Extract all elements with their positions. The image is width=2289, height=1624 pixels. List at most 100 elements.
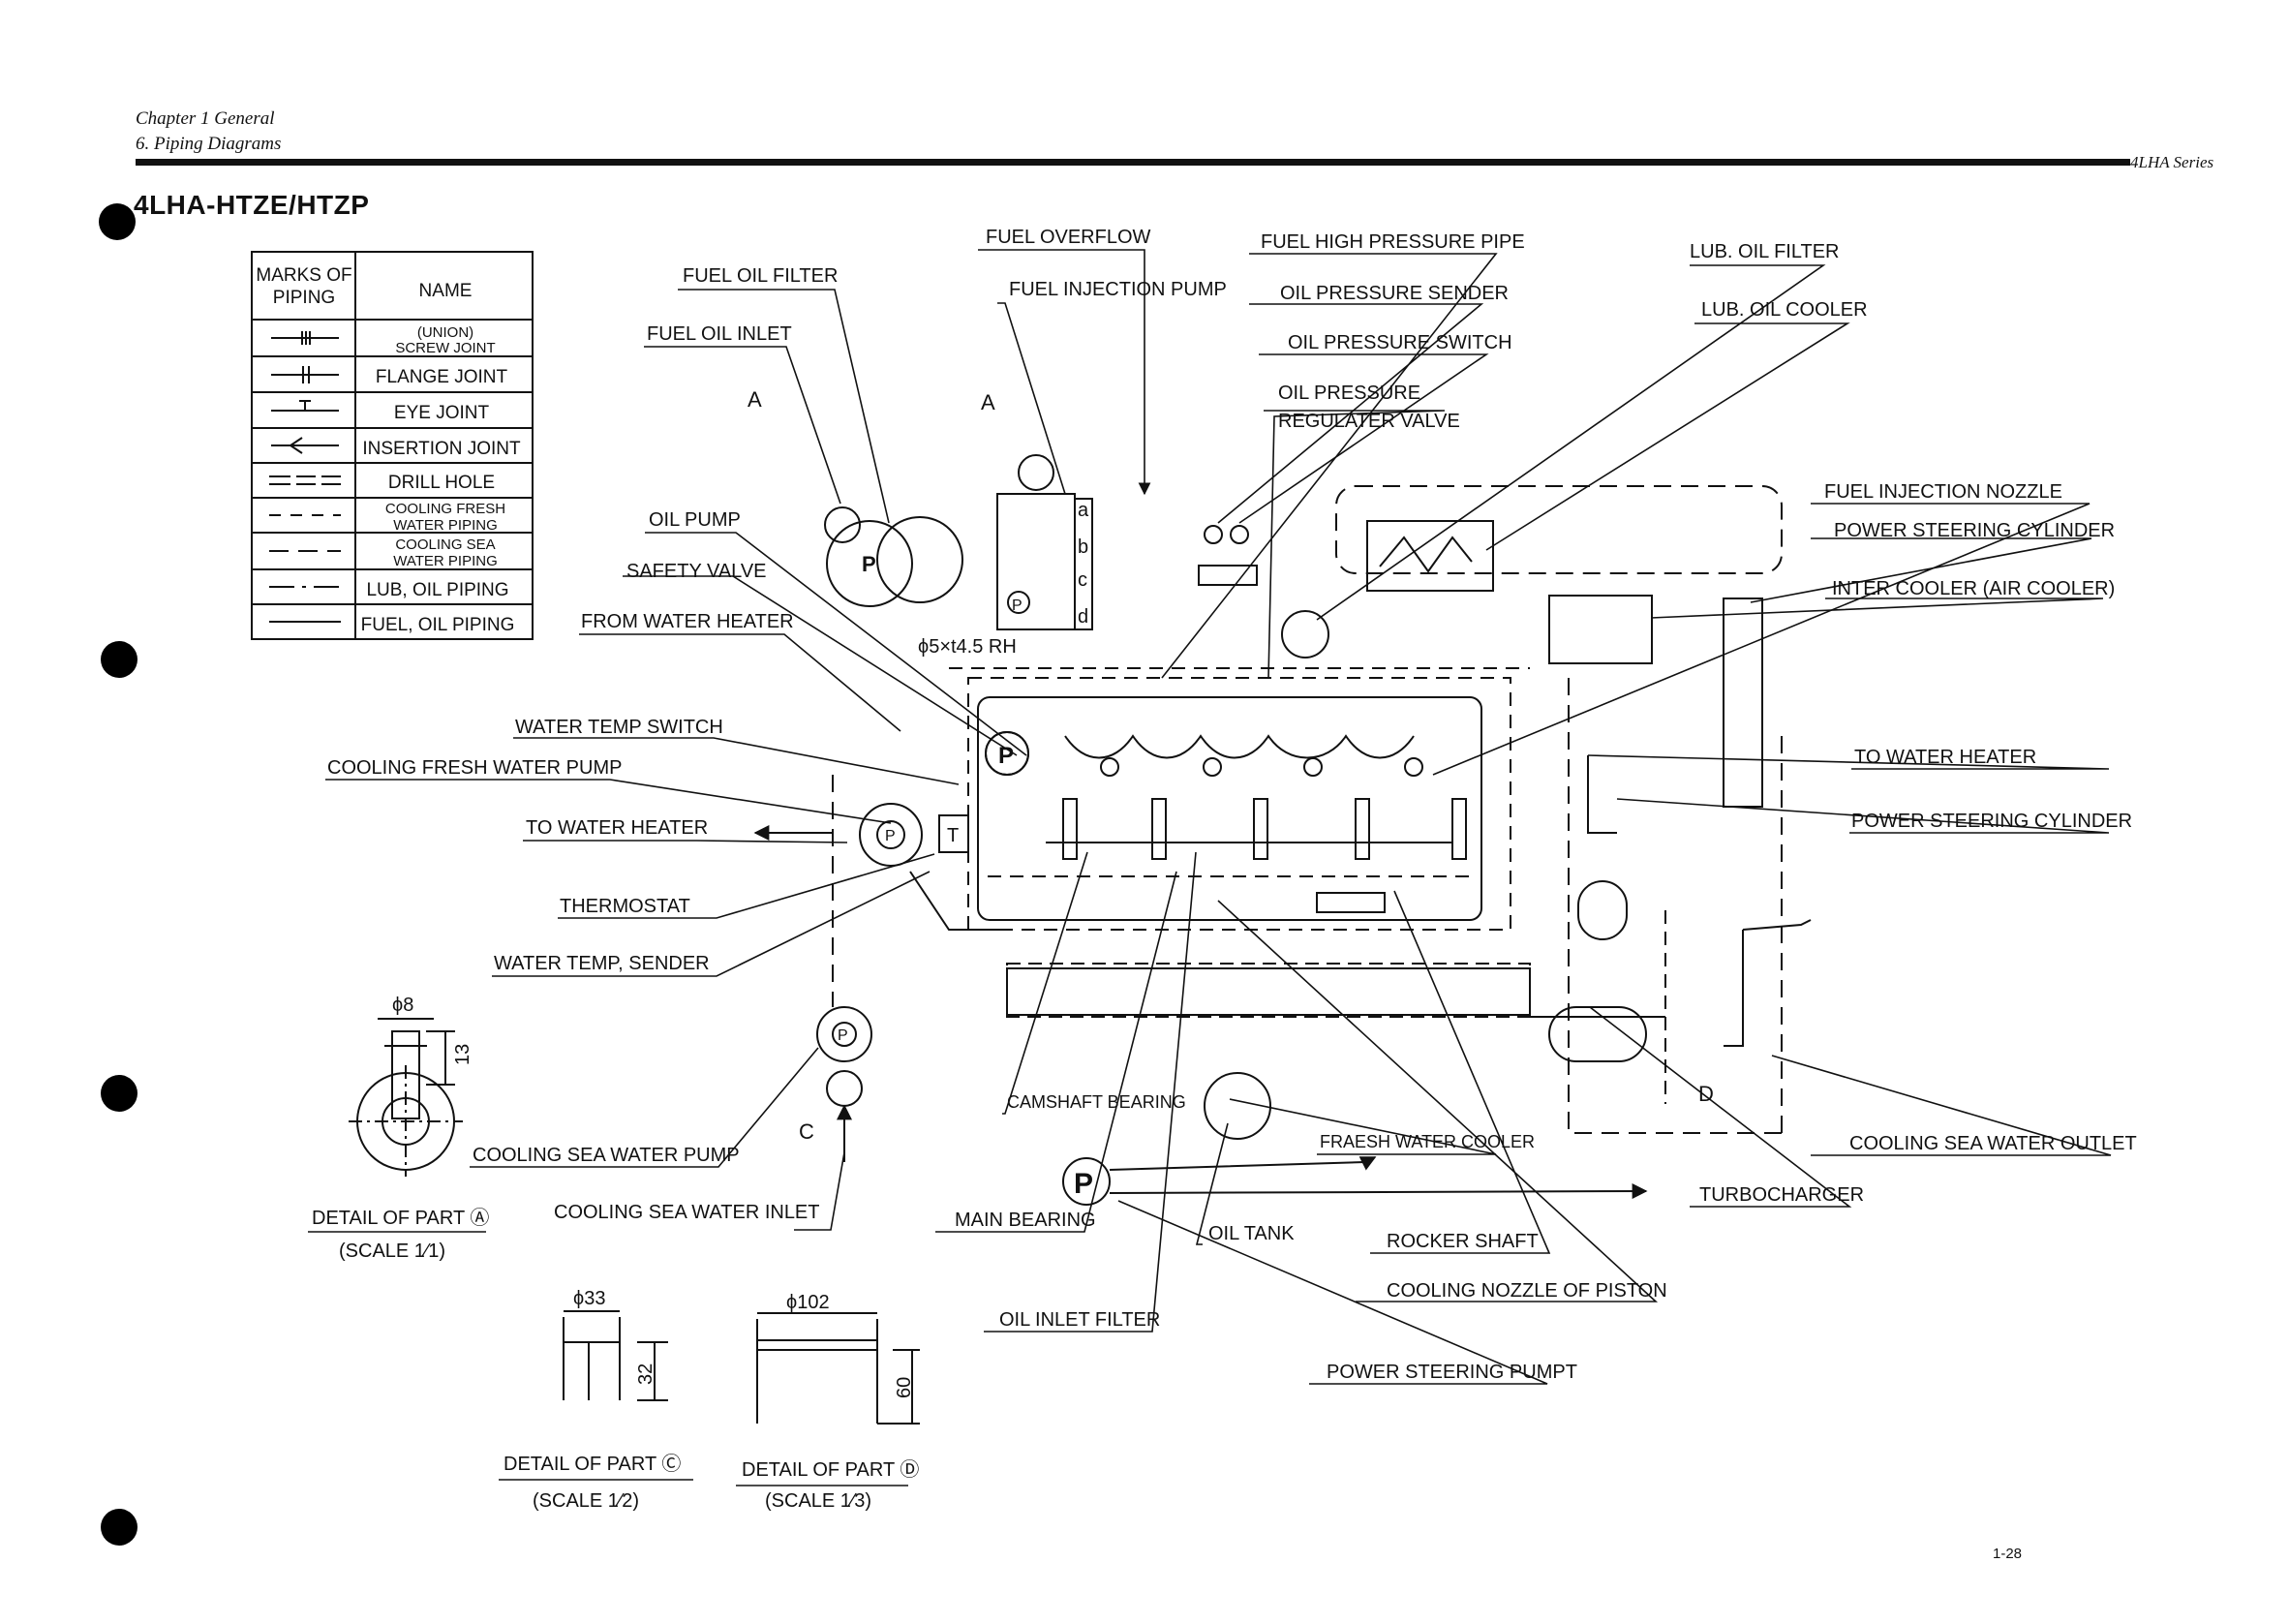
binder-hole	[99, 203, 136, 240]
legend-row-name: LUB, OIL PIPING	[366, 580, 508, 600]
legend-row-name: COOLING FRESH	[385, 501, 505, 517]
chapter-heading: Chapter 1 General	[136, 108, 275, 129]
binder-hole	[101, 1509, 137, 1546]
legend-row-name: WATER PIPING	[393, 517, 498, 534]
detail-a-scale: (SCALE 1⁄1)	[339, 1241, 445, 1262]
port-b-label: b	[1078, 536, 1088, 558]
label-oil-pressure-switch: OIL PRESSURE SWITCH	[1288, 332, 1512, 353]
header-rule	[136, 159, 2130, 166]
port-a-label: a	[1078, 500, 1089, 521]
mark-d: D	[1698, 1082, 1714, 1106]
detail-d-scale: (SCALE 1⁄3)	[765, 1490, 871, 1512]
steering-pump-label: P	[1074, 1168, 1093, 1200]
legend-row-name: FLANGE JOINT	[376, 367, 508, 387]
label-power-steering-cylinder-mid: POWER STEERING CYLINDER	[1851, 811, 2132, 832]
legend-header-marks: MARKS OF	[256, 265, 351, 286]
detail-c-diameter: ϕ33	[573, 1288, 605, 1309]
detail-c-drawing	[563, 1310, 668, 1401]
legend-row-name: COOLING SEA	[395, 536, 495, 553]
label-safety-valve: SAFETY VALVE	[626, 561, 767, 582]
label-turbocharger: TURBOCHARGER	[1699, 1184, 1864, 1206]
port-d-label: d	[1078, 606, 1088, 628]
detail-c-scale: (SCALE 1⁄2)	[533, 1490, 639, 1512]
legend-labels: MARKS OF PIPING NAME (UNION) SCREW JOINT…	[256, 265, 521, 635]
detail-a-drawing	[349, 1018, 463, 1177]
detail-d-height: 60	[894, 1377, 915, 1398]
page-number: 1-28	[1993, 1546, 2023, 1562]
detail-a-diameter: ϕ8	[392, 995, 413, 1016]
detail-d-diameter: ϕ102	[786, 1292, 830, 1313]
label-to-water-heater-right: TO WATER HEATER	[1854, 747, 2036, 768]
legend-row-name: EYE JOINT	[394, 403, 490, 423]
label-lub-oil-filter: LUB. OIL FILTER	[1690, 241, 1839, 262]
label-thermostat: THERMOSTAT	[560, 896, 690, 917]
label-thread-spec: ϕ5×t4.5 RH	[918, 636, 1017, 658]
label-cooling-fresh-water-pump: COOLING FRESH WATER PUMP	[327, 757, 622, 779]
detail-d-caption: DETAIL OF PART Ⓓ	[742, 1458, 919, 1481]
legend-row-name: FUEL, OIL PIPING	[361, 615, 515, 635]
engine-schematic	[753, 454, 1812, 1206]
thermostat-t-label: T	[947, 825, 959, 846]
label-oil-pressure-sender: OIL PRESSURE SENDER	[1280, 283, 1509, 304]
page-title: 4LHA-HTZE/HTZP	[134, 190, 370, 220]
label-power-steering-cylinder: POWER STEERING CYLINDER	[1834, 520, 2115, 541]
label-cooling-sea-water-outlet: COOLING SEA WATER OUTLET	[1849, 1133, 2137, 1154]
label-cooling-sea-water-inlet: COOLING SEA WATER INLET	[554, 1202, 820, 1223]
port-c-label: c	[1078, 569, 1087, 591]
legend-row-name: WATER PIPING	[393, 553, 498, 569]
label-oil-pressure: OIL PRESSURE	[1278, 383, 1420, 404]
label-rocker-shaft: ROCKER SHAFT	[1387, 1231, 1539, 1252]
label-from-water-heater: FROM WATER HEATER	[581, 611, 794, 632]
label-fuel-injection-pump: FUEL INJECTION PUMP	[1009, 279, 1227, 300]
engine-block	[977, 696, 1482, 921]
label-fuel-overflow: FUEL OVERFLOW	[986, 227, 1151, 248]
label-inter-cooler: INTER COOLER (AIR COOLER)	[1832, 578, 2115, 599]
label-fuel-oil-filter: FUEL OIL FILTER	[683, 265, 838, 287]
fresh-pump-p-label: P	[885, 828, 896, 844]
component-labels: FUEL OVERFLOW FUEL HIGH PRESSURE PIPE LU…	[327, 227, 2137, 1383]
legend-row-name: (UNION)	[417, 324, 473, 341]
mark-a: A	[981, 390, 995, 414]
label-cooling-nozzle-of-piston: COOLING NOZZLE OF PISTON	[1387, 1280, 1667, 1302]
label-regulater-valve: REGULATER VALVE	[1278, 411, 1460, 432]
oil-pan	[1006, 967, 1531, 1016]
label-fuel-injection-nozzle: FUEL INJECTION NOZZLE	[1824, 481, 2062, 503]
label-camshaft-bearing: CAMSHAFT BEARING	[1007, 1092, 1186, 1112]
detail-d-drawing	[756, 1312, 920, 1425]
legend-row-name: SCREW JOINT	[395, 340, 495, 356]
detail-c-height: 32	[635, 1364, 656, 1385]
detail-a-height: 13	[452, 1044, 473, 1065]
label-oil-pump: OIL PUMP	[649, 509, 741, 531]
sea-pump-p-label: P	[838, 1027, 848, 1044]
oil-pump-label: P	[998, 743, 1014, 769]
callout-lines	[325, 249, 2112, 1385]
legend-header-name: NAME	[419, 281, 473, 301]
legend-header-marks: PIPING	[273, 288, 335, 308]
label-oil-tank: OIL TANK	[1208, 1223, 1295, 1244]
binder-hole	[101, 1075, 137, 1112]
label-fraesh-water-cooler: FRAESH WATER COOLER	[1320, 1132, 1535, 1151]
label-main-bearing: MAIN BEARING	[955, 1210, 1096, 1231]
label-lub-oil-cooler: LUB. OIL COOLER	[1701, 299, 1868, 321]
detail-a-caption: DETAIL OF PART Ⓐ	[312, 1207, 489, 1229]
label-water-temp-sender: WATER TEMP, SENDER	[494, 953, 710, 974]
legend-row-name: DRILL HOLE	[388, 473, 495, 493]
legend-row-name: INSERTION JOINT	[362, 439, 521, 459]
label-oil-inlet-filter: OIL INLET FILTER	[999, 1309, 1160, 1331]
fuel-feed-pump-label: P	[862, 552, 876, 576]
legend-symbols	[269, 331, 341, 623]
label-cooling-sea-water-pump: COOLING SEA WATER PUMP	[473, 1145, 740, 1166]
label-to-water-heater: TO WATER HEATER	[526, 817, 708, 839]
injection-pump-p-label: P	[1012, 598, 1022, 614]
mark-c: C	[799, 1119, 814, 1144]
legend-table	[251, 251, 534, 640]
binder-hole	[101, 641, 137, 678]
label-fuel-high-pressure-pipe: FUEL HIGH PRESSURE PIPE	[1261, 231, 1525, 253]
label-water-temp-switch: WATER TEMP SWITCH	[515, 717, 723, 738]
label-fuel-oil-inlet: FUEL OIL INLET	[647, 323, 792, 345]
mark-a: A	[748, 387, 762, 412]
detail-c-caption: DETAIL OF PART Ⓒ	[504, 1453, 681, 1475]
label-power-steering-pumpt: POWER STEERING PUMPT	[1327, 1362, 1577, 1383]
series-label: 4LHA Series	[2130, 153, 2214, 171]
